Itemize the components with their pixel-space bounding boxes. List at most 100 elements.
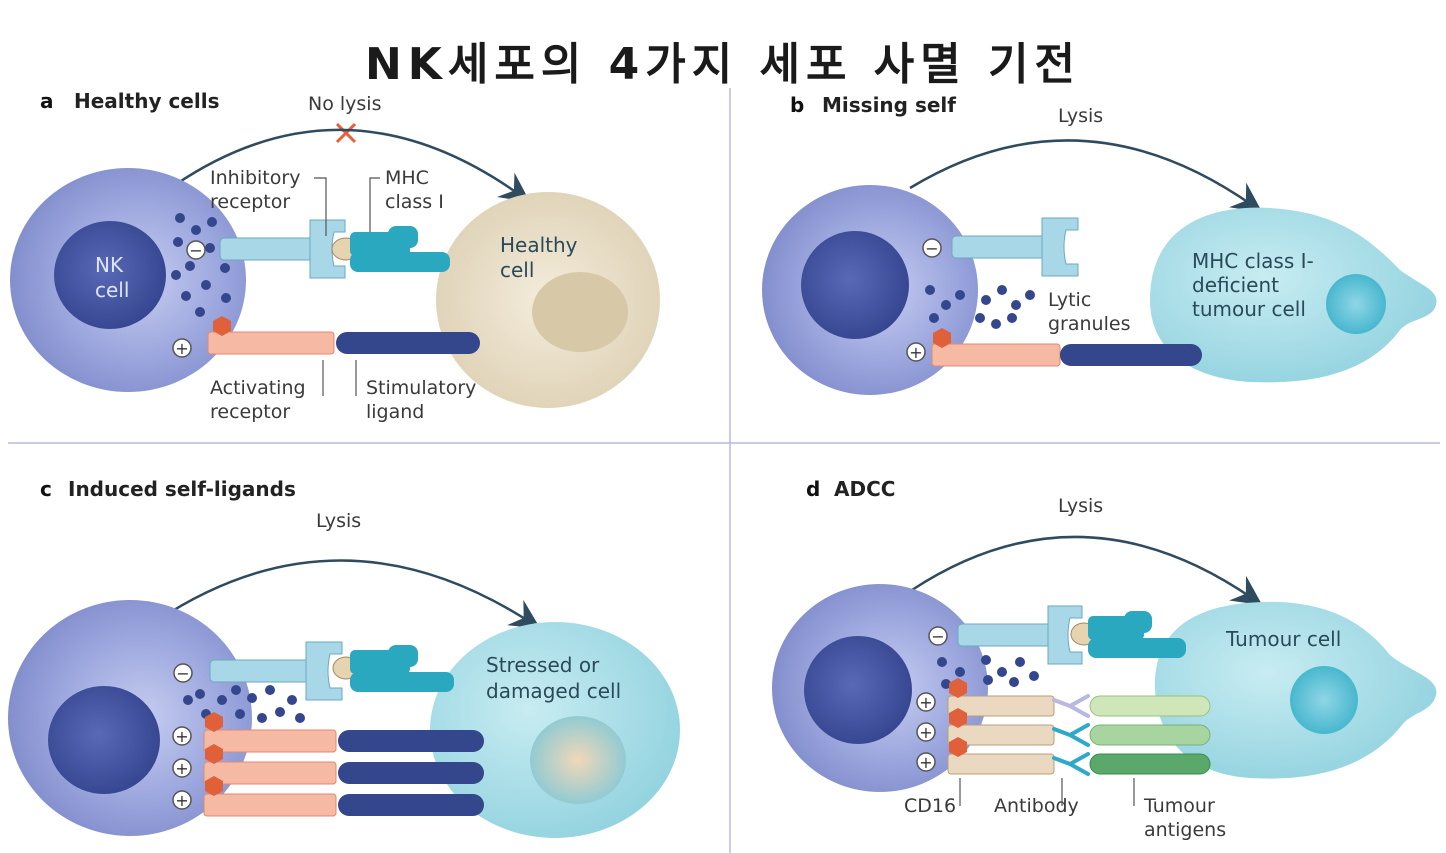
panel-c-lysis-label: Lysis [316,510,361,532]
label-lytic-1: Lytic [1048,289,1091,311]
granules [925,285,1035,329]
label-mhc-1: MHC [385,167,429,189]
panel-d-heading: ADCC [834,477,895,501]
no-lysis-cross-icon [335,122,357,144]
svg-text:+: + [919,723,932,742]
page-title: NK세포의 4가지 세포 사멸 기전 [364,39,1082,90]
nk-cell-label-1: NK [95,253,124,277]
plus-sign-icons: + + + [916,692,936,772]
mhc-class-i [1088,611,1186,658]
svg-text:−: − [176,664,189,683]
panel-a-lysis-arrow [174,128,531,203]
minus-sign-icon [922,238,942,258]
nk-cell-nucleus [804,636,912,744]
label-inhibitory-2: receptor [210,191,290,213]
nk-cell-nucleus [801,231,909,339]
granules [171,213,231,317]
hexagon-ligand-icon [933,328,951,348]
panel-b-lysis-arrow [909,139,1263,213]
svg-text:+: + [909,343,922,362]
label-antibody: Antibody [994,795,1079,817]
stimulatory-ligands [338,730,484,816]
minus-sign-icon [173,663,193,683]
svg-text:+: + [175,339,188,358]
plus-sign-icons: + + + [172,726,192,810]
panel-b-lysis-label: Lysis [1058,105,1103,127]
inhibitory-receptor [957,605,1083,665]
nk-cell-nucleus [48,686,160,794]
panel-c-letter: c [40,477,52,501]
hexagon-ligand-icons [205,712,223,796]
healthy-cell-label-1: Healthy [500,233,578,257]
activating-receptor [207,331,335,355]
tumour-cell-label-2: deficient [1192,273,1279,297]
svg-text:−: − [925,239,938,258]
label-lytic-2: granules [1048,313,1130,335]
label-cd16: CD16 [904,795,956,817]
panel-b-heading: Missing self [822,93,956,117]
tumour-cell-label-1: MHC class I- [1192,249,1314,273]
cd16-receptors [947,695,1055,775]
label-antigen-2: antigens [1144,819,1226,841]
tumour-cell-label: Tumour cell [1225,627,1341,651]
label-stimulatory-1: Stimulatory [366,377,476,399]
label-stimulatory-2: ligand [366,401,424,423]
svg-text:+: + [919,753,932,772]
label-activating-1: Activating [210,377,306,399]
svg-text:+: + [175,791,188,810]
stimulatory-ligand [1060,344,1202,366]
panel-c-lysis-arrow [157,559,541,629]
stressed-cell-nucleus [530,716,626,804]
tumour-cell-nucleus [1326,274,1386,334]
inhibitory-receptor [209,641,343,701]
stimulatory-ligand [336,332,480,354]
label-antigen-1: Tumour [1143,795,1215,817]
nk-cell-nucleus [54,221,166,329]
inhibitory-receptor [219,219,346,279]
nk-cell-label-2: cell [95,278,129,302]
panel-c: c Induced self-ligands Lysis Stressed or… [8,477,680,838]
tumour-cell-nucleus [1290,666,1358,734]
panel-b: b Missing self Lysis MHC class I- defici… [762,93,1437,395]
svg-text:+: + [175,727,188,746]
minus-sign-icon [186,240,206,260]
tumour-cell-label-3: tumour cell [1192,297,1306,321]
stressed-cell-label-2: damaged cell [486,679,621,703]
healthy-cell-label-2: cell [500,258,534,282]
granules [183,685,305,723]
svg-text:−: − [189,241,202,260]
label-mhc-2: class I [385,191,444,213]
svg-text:−: − [931,627,944,646]
svg-text:+: + [175,759,188,778]
tumour-antigens [1089,695,1211,775]
activating-receptor [931,343,1061,367]
hexagon-ligand-icons [949,678,967,757]
inhibitory-receptor [951,217,1079,277]
panel-d: d ADCC Lysis Tumour cell − [772,477,1437,841]
svg-text:+: + [919,693,932,712]
activating-receptors [203,729,337,817]
label-inhibitory-1: Inhibitory [210,167,300,189]
plus-sign-icon [906,342,926,362]
panel-a-heading: Healthy cells [74,89,220,113]
granules [937,655,1039,689]
healthy-cell-nucleus [532,272,628,352]
panel-c-heading: Induced self-ligands [68,477,296,501]
minus-sign-icon [928,626,948,646]
hexagon-ligand-icon [213,316,231,336]
panel-b-letter: b [790,93,804,117]
mhc-class-i [350,226,450,272]
antibody-icons [1052,694,1090,776]
panel-a: a Healthy cells No lysis Healthy cell NK… [10,89,660,423]
label-activating-2: receptor [210,401,290,423]
mhc-class-i [350,645,454,692]
panel-d-lysis-label: Lysis [1058,495,1103,517]
panel-a-lysis-label: No lysis [308,93,381,115]
panel-d-lysis-arrow [911,535,1263,606]
panel-d-letter: d [806,477,820,501]
stressed-cell-label-1: Stressed or [486,653,600,677]
plus-sign-icon [172,338,192,358]
tumour-cell [1150,207,1437,383]
panel-a-letter: a [40,89,54,113]
